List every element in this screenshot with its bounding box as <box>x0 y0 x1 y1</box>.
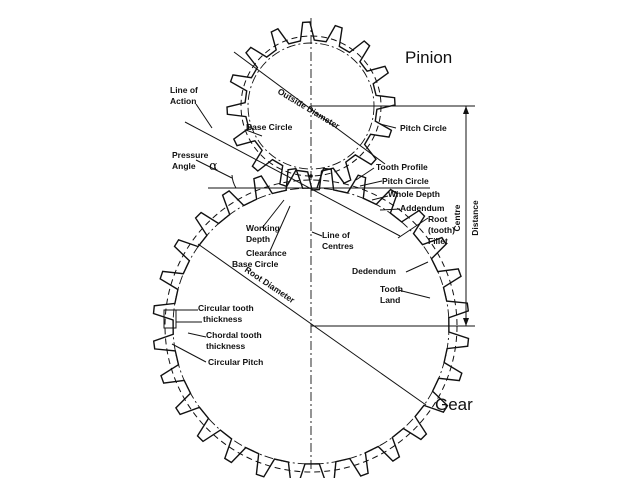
line-of-action-label-2: Action <box>170 96 196 106</box>
circular-pitch-label: Circular Pitch <box>208 357 263 367</box>
alpha-symbol: α <box>209 159 218 174</box>
base-circle-gear-label: Base Circle <box>232 259 279 269</box>
leader-chordal-tooth-thickness-2 <box>187 332 207 338</box>
line-of-action-label-1: Line of <box>170 85 198 95</box>
tooth-thickness-bracket <box>163 309 177 329</box>
root-fillet-label-2: (tooth) <box>428 225 455 235</box>
pinion-label: Pinion <box>405 48 452 67</box>
leader-working-depth <box>261 199 285 229</box>
circular-tooth-thickness-label-2: thickness <box>203 314 242 324</box>
leader-root-fillet <box>397 217 429 239</box>
leader-pitch-circle-mid <box>359 180 383 187</box>
working-depth-label-1: Working <box>246 223 280 233</box>
root-fillet-label-3: Fillet <box>428 236 448 246</box>
pitch-point <box>309 174 313 178</box>
leader-circular-pitch <box>171 343 207 363</box>
circular-tooth-thickness-label-1: Circular tooth <box>198 303 254 313</box>
leader-addendum <box>379 208 401 211</box>
pressure-angle-label-2: Angle <box>172 161 196 171</box>
pressure-angle-label-1: Pressure <box>172 150 209 160</box>
leader-tooth-land <box>397 289 431 299</box>
leader-clearance <box>269 205 291 252</box>
line-of-centres-label-2: Centres <box>322 241 354 251</box>
base-circle-top-label: Base Circle <box>246 122 293 132</box>
pitch-circle-mid-label: Pitch Circle <box>382 176 429 186</box>
outside-diameter-line <box>233 51 386 165</box>
working-depth-label-2: Depth <box>246 234 270 244</box>
whole-depth-label: Whole Depth <box>388 189 440 199</box>
centre-distance-arrow-bottom <box>463 318 469 326</box>
leader-pressure-angle <box>195 159 233 179</box>
pitch-circle-top-label: Pitch Circle <box>400 123 447 133</box>
centre-distance-label-2: Distance <box>470 200 480 236</box>
pressure-angle-arc <box>231 174 237 189</box>
leader-pitch-circle-top <box>379 123 397 129</box>
leader-whole-depth <box>371 195 389 201</box>
centre-distance-label-1: Centre <box>452 204 462 231</box>
line-of-centres-label-1: Line of <box>322 230 350 240</box>
root-diameter-label: Root Diameter <box>243 264 297 305</box>
clearance-label: Clearance <box>246 248 287 258</box>
root-diameter-line <box>197 243 427 406</box>
centre-distance-arrow-top <box>463 106 469 114</box>
gear-label: Gear <box>435 395 473 414</box>
pinion-gear-outline <box>226 21 396 191</box>
tooth-profile-label: Tooth Profile <box>376 162 428 172</box>
addendum-label: Addendum <box>400 203 445 213</box>
dedendum-label: Dedendum <box>352 266 396 276</box>
tooth-land-label-1: Tooth <box>380 284 403 294</box>
root-fillet-label-1: Root <box>428 214 448 224</box>
line-of-action <box>184 121 401 237</box>
chordal-tooth-thickness-label-1: Chordal tooth <box>206 330 262 340</box>
chordal-tooth-thickness-label-2: thickness <box>206 341 245 351</box>
leader-line-of-action <box>195 103 213 129</box>
leader-dedendum <box>405 261 429 273</box>
leader-line-of-centres <box>311 231 323 237</box>
leader-tooth-profile <box>355 167 375 181</box>
leader-base-circle-top <box>245 129 263 137</box>
tooth-land-label-2: Land <box>380 295 400 305</box>
